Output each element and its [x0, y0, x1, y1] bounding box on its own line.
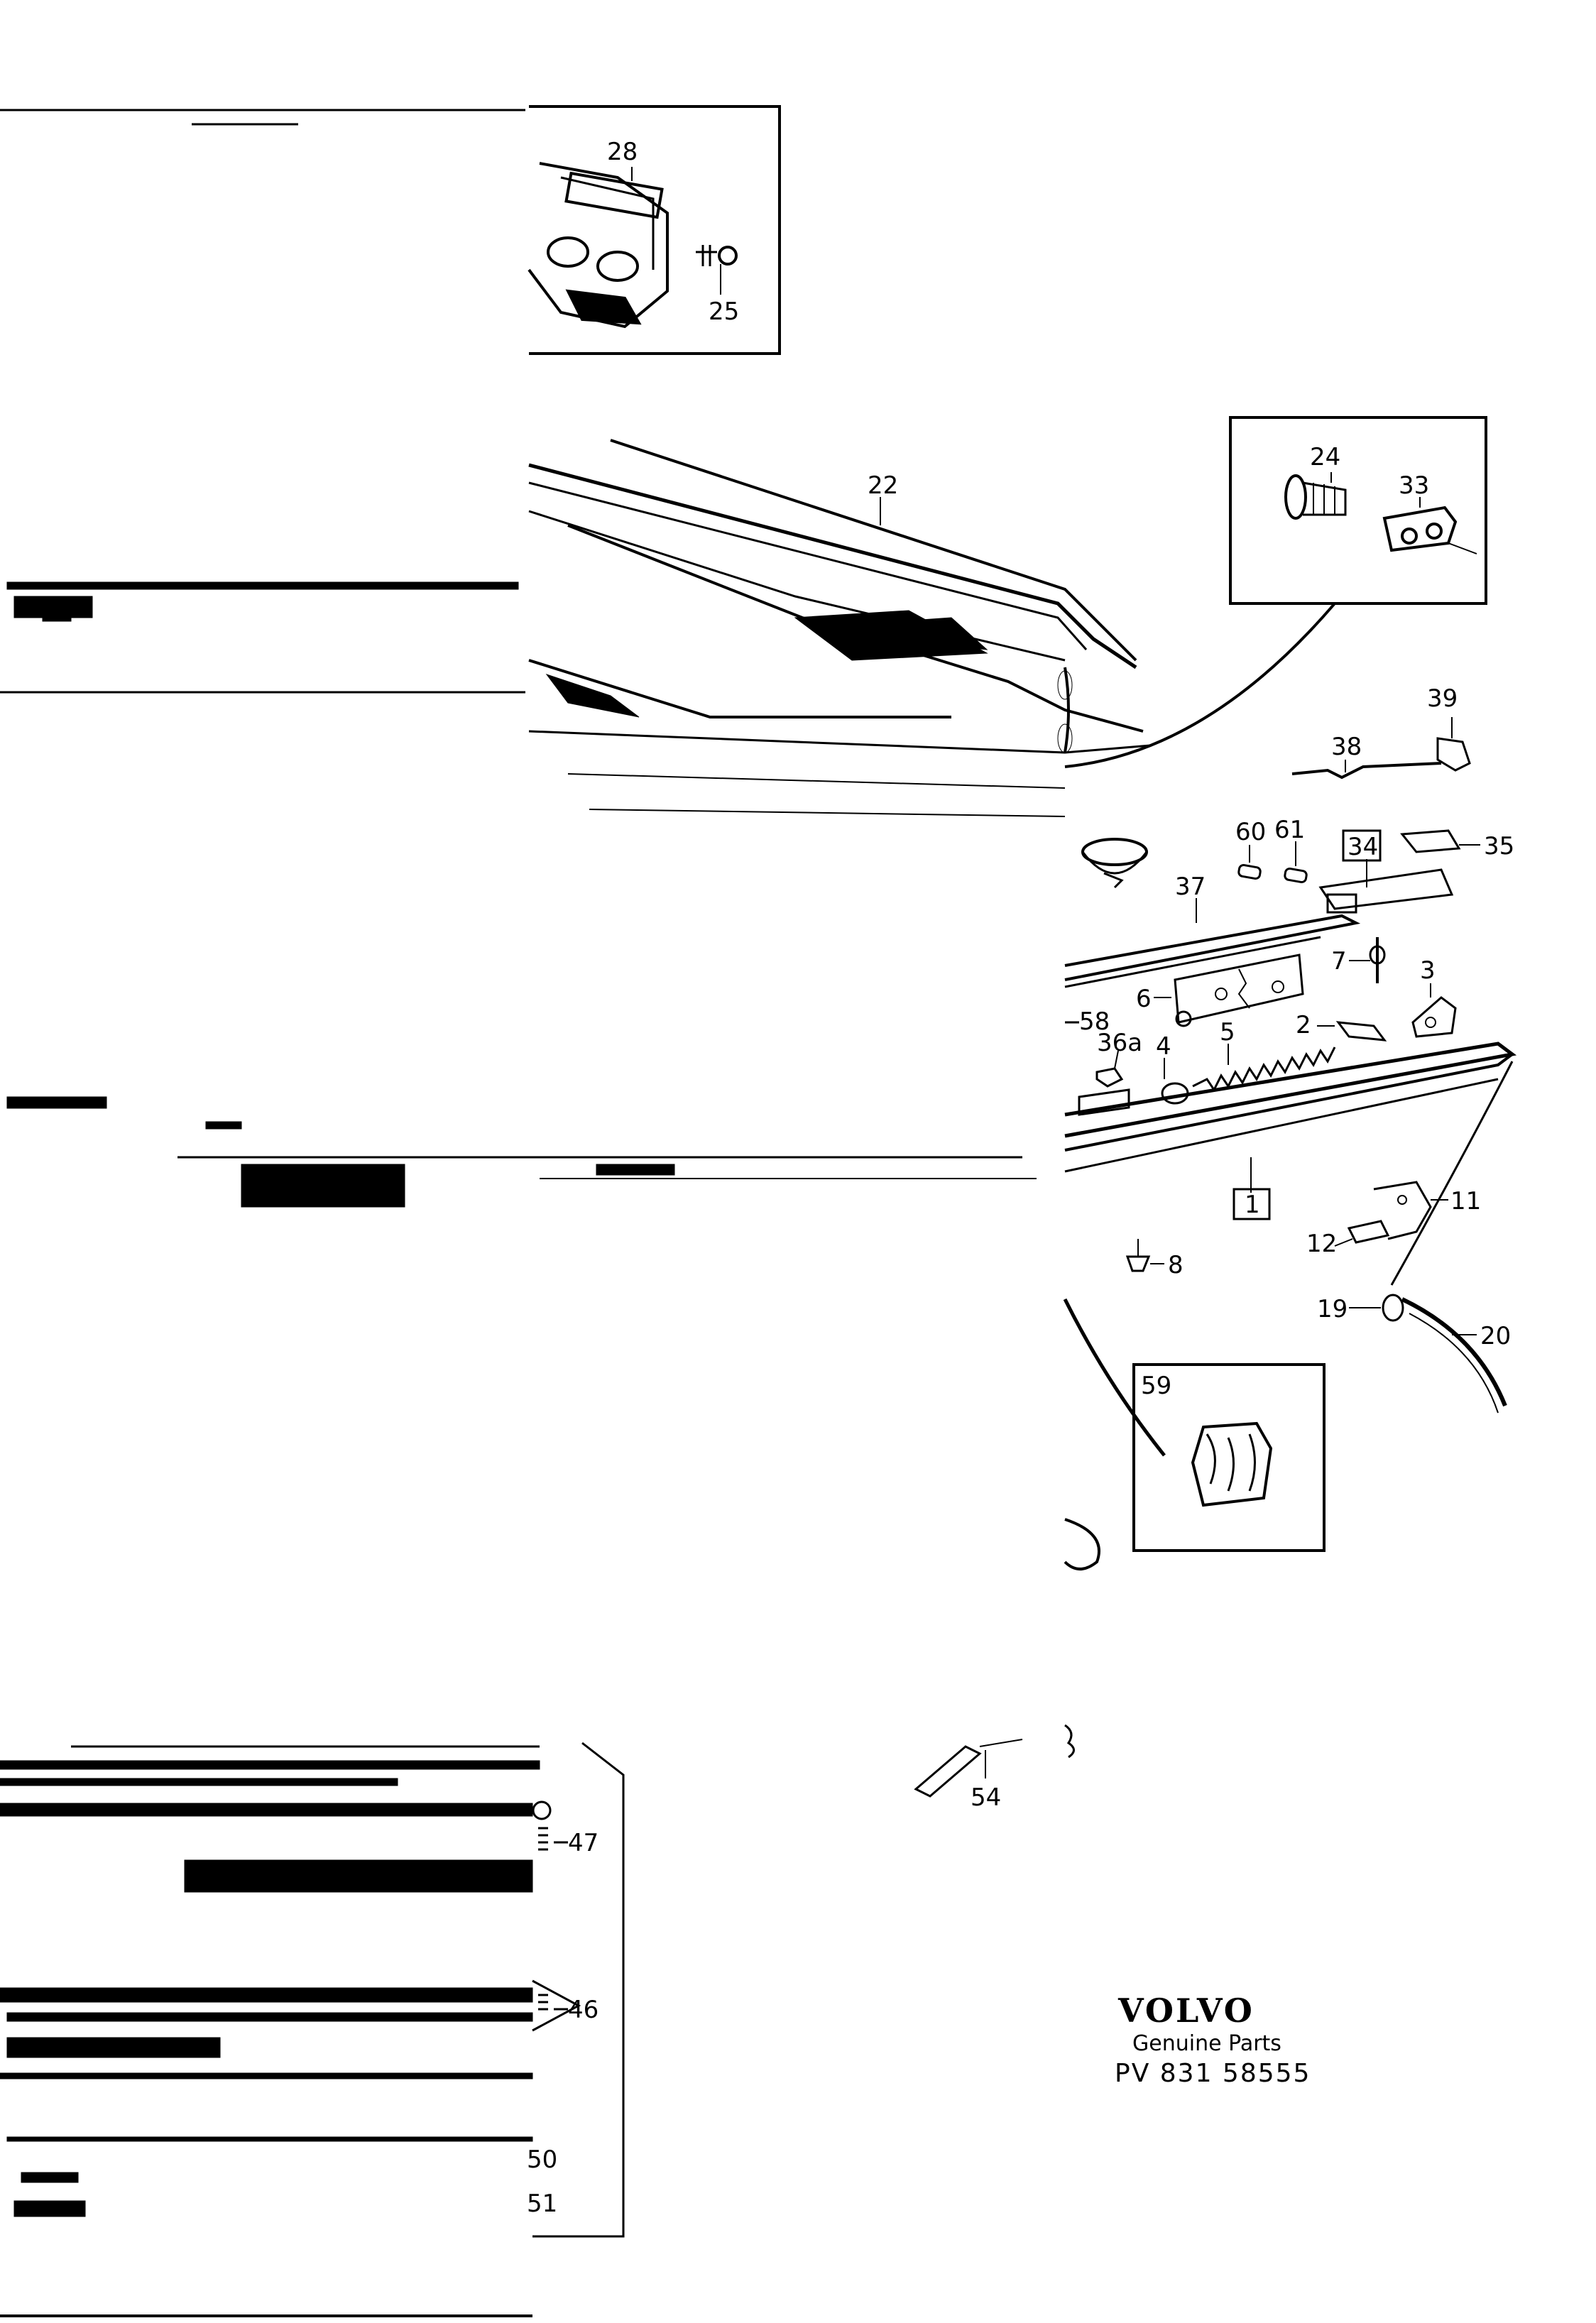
- callout-38: 38: [1331, 733, 1362, 761]
- callout-1: 1: [1245, 1191, 1260, 1219]
- callout-19: 19: [1317, 1295, 1348, 1323]
- callout-60: 60: [1235, 818, 1266, 846]
- callout-25: 25: [709, 297, 739, 326]
- callout-39: 39: [1427, 684, 1458, 713]
- callout-54: 54: [971, 1783, 1001, 1812]
- callout-37: 37: [1175, 873, 1206, 901]
- callout-35: 35: [1484, 832, 1514, 860]
- callout-36a: 36a: [1097, 1029, 1142, 1057]
- callout-20: 20: [1480, 1322, 1511, 1350]
- brand-block: VOLVO Genuine Parts PV 831 58555: [1115, 1991, 1311, 2088]
- callout-28: 28: [607, 138, 638, 166]
- callout-2: 2: [1296, 1011, 1311, 1039]
- callout-47: 47: [568, 1829, 598, 1857]
- part-number: PV 831 58555: [1115, 2059, 1311, 2088]
- slide-rail-assembly: [1063, 717, 1517, 1457]
- callout-6: 6: [1136, 985, 1152, 1013]
- callout-22: 22: [868, 471, 898, 500]
- callout-labels: 28 25 22 24 33 39 38 60 61 34 35 37 7 3 …: [527, 138, 1514, 2218]
- volvo-logo: VOLVO: [1117, 1991, 1255, 2030]
- callout-12: 12: [1306, 1230, 1337, 1258]
- callout-51: 51: [527, 2190, 557, 2218]
- inset-box-top: [528, 105, 781, 355]
- scan-artifact-band: [0, 109, 1037, 1208]
- callout-59: 59: [1141, 1372, 1171, 1400]
- callout-5: 5: [1220, 1018, 1235, 1046]
- callout-61: 61: [1274, 816, 1305, 844]
- callout-34: 34: [1348, 833, 1378, 861]
- callout-33: 33: [1399, 471, 1429, 500]
- callout-11: 11: [1450, 1187, 1481, 1215]
- bottom-left-artifacts: [0, 1742, 625, 2317]
- callout-4: 4: [1156, 1032, 1171, 1061]
- callout-50: 50: [527, 2146, 557, 2174]
- callout-8: 8: [1168, 1251, 1184, 1279]
- inset-box-59: [1132, 1363, 1326, 1552]
- callout-1-box: [1232, 1188, 1271, 1220]
- roof-rail-22: [528, 439, 1336, 817]
- callout-3: 3: [1420, 956, 1436, 985]
- inset-box-24-33: [1229, 416, 1487, 605]
- callout-34-box: [1342, 829, 1382, 862]
- callout-58: 58: [1079, 1007, 1110, 1036]
- callout-24: 24: [1310, 443, 1340, 471]
- callout-7: 7: [1331, 947, 1347, 975]
- misc-parts-54: [914, 1518, 1100, 1798]
- brand-subtitle: Genuine Parts: [1132, 2031, 1281, 2056]
- callout-46: 46: [568, 1996, 598, 2024]
